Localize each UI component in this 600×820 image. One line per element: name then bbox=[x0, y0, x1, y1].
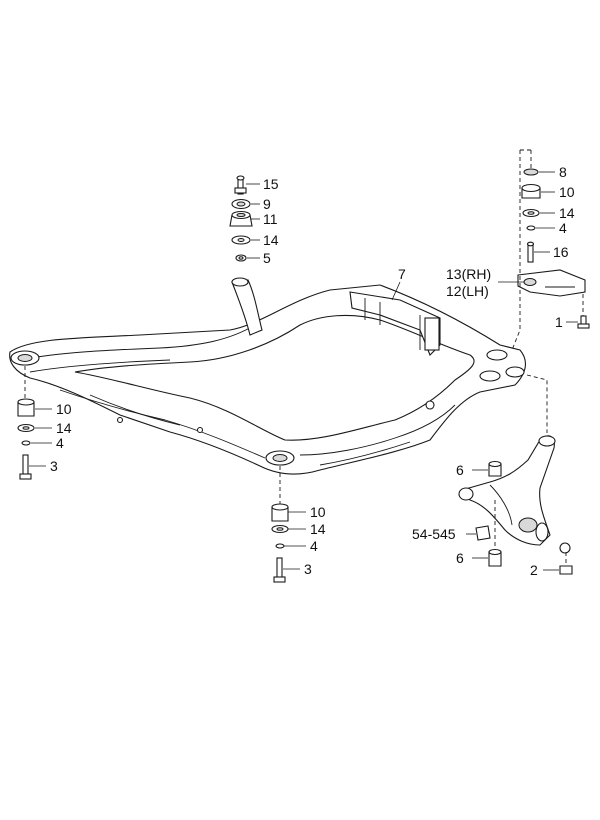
label-6-lower: 6 bbox=[456, 550, 464, 566]
washer-4a bbox=[526, 225, 536, 231]
washer-14d bbox=[271, 524, 289, 534]
label-12-lh: 12(LH) bbox=[446, 283, 489, 299]
bolt-1 bbox=[577, 294, 590, 329]
bolt-3b bbox=[273, 557, 286, 583]
label-10-top: 10 bbox=[559, 184, 575, 200]
label-14-right: 14 bbox=[559, 205, 575, 221]
leader-dash-arm bbox=[526, 374, 548, 433]
bolt-16 bbox=[526, 241, 535, 263]
washer-14b bbox=[522, 208, 540, 218]
label-16: 16 bbox=[553, 244, 569, 260]
label-9: 9 bbox=[263, 196, 271, 212]
label-54-545: 54-545 bbox=[412, 526, 456, 542]
label-14-center: 14 bbox=[310, 521, 326, 537]
bushing-6a bbox=[488, 460, 502, 477]
label-13-rh: 13(RH) bbox=[446, 266, 491, 282]
washer-9 bbox=[231, 198, 251, 210]
label-11: 11 bbox=[263, 211, 278, 227]
label-2: 2 bbox=[530, 562, 538, 578]
label-5: 5 bbox=[263, 250, 271, 266]
label-10-left: 10 bbox=[56, 401, 72, 417]
label-8: 8 bbox=[559, 164, 567, 180]
bushing-6b bbox=[488, 500, 502, 567]
bolt-3a bbox=[19, 454, 32, 480]
label-6-upper: 6 bbox=[456, 462, 464, 478]
leader-dash-right-top bbox=[511, 149, 532, 351]
label-7: 7 bbox=[398, 266, 406, 282]
washer-14a bbox=[231, 235, 251, 245]
label-4-right: 4 bbox=[559, 220, 567, 236]
bushing-10a bbox=[521, 183, 541, 199]
label-10-center: 10 bbox=[310, 504, 326, 520]
washer-4b bbox=[21, 440, 31, 446]
label-14-left: 14 bbox=[56, 420, 72, 436]
label-4-left: 4 bbox=[56, 435, 64, 451]
ball-joint-545 bbox=[475, 525, 491, 541]
nut-5 bbox=[235, 254, 247, 262]
washer-4c bbox=[275, 543, 285, 549]
bushing-11 bbox=[229, 210, 253, 227]
label-1: 1 bbox=[555, 314, 563, 330]
mount-bracket-rh-lh bbox=[517, 269, 586, 297]
label-3-left: 3 bbox=[50, 458, 58, 474]
lower-control-arm bbox=[458, 435, 571, 554]
washer-14c bbox=[17, 423, 35, 433]
leader-lines bbox=[29, 171, 578, 571]
bolt-15 bbox=[234, 175, 247, 195]
washer-8 bbox=[523, 168, 539, 176]
nut-2 bbox=[559, 552, 573, 575]
subframe-crossmember bbox=[9, 277, 526, 475]
bushing-10c bbox=[271, 503, 289, 522]
part-labels: 15 9 11 14 5 7 8 10 14 4 16 13(RH) 12(LH… bbox=[50, 164, 575, 578]
label-4-center: 4 bbox=[310, 538, 318, 554]
label-14-top: 14 bbox=[263, 232, 279, 248]
bushing-10b bbox=[17, 398, 35, 417]
label-15: 15 bbox=[263, 176, 279, 192]
label-3-center: 3 bbox=[304, 561, 312, 577]
